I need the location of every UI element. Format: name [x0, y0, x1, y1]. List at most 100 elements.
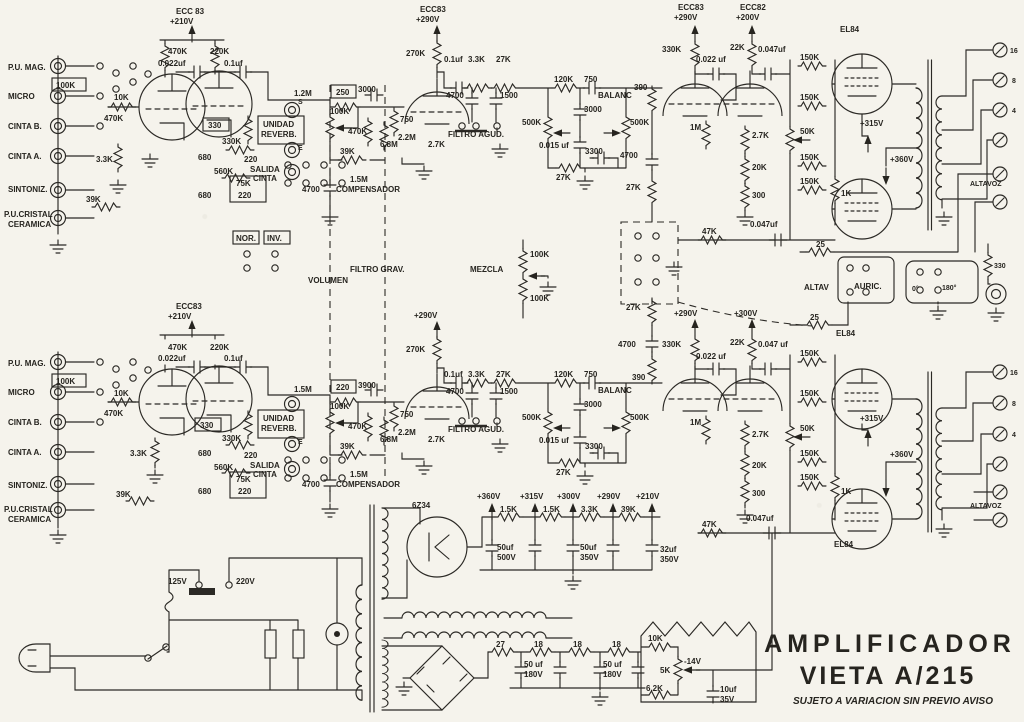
gnd-symbol — [415, 460, 433, 475]
res-symbol — [432, 39, 442, 69]
dot-symbol — [472, 122, 480, 130]
schematic-label: 150K — [800, 153, 819, 162]
gnd-symbol — [576, 470, 594, 485]
schematic-label: 0.1uf — [444, 55, 463, 64]
res-symbol — [494, 512, 524, 522]
dot-symbol — [112, 85, 120, 93]
control-shaft-dashes — [329, 85, 813, 478]
title-line2: VIETA A/215 — [800, 662, 977, 690]
schematic-label: 1500 — [500, 387, 518, 396]
schematic-label: 39K — [340, 147, 355, 156]
dot-symbol — [129, 358, 137, 366]
arr-symbol — [603, 128, 622, 138]
screw-symbol — [992, 166, 1008, 182]
schematic-label: 3300 — [585, 442, 603, 451]
schematic-label: AURIC. — [854, 282, 882, 291]
schematic-label: CINTA — [253, 174, 277, 183]
schematic-label: SALIDA — [250, 165, 280, 174]
schematic-label: 0.1uf — [224, 59, 243, 68]
schematic-label: 1.5K — [500, 505, 517, 514]
tubeA-symbol — [662, 70, 728, 117]
schematic-label: SINTONIZ. — [8, 185, 47, 194]
schematic-label: 1K — [841, 487, 851, 496]
schematic-label: +315V — [520, 492, 544, 501]
coilV-symbol — [935, 407, 943, 511]
dot-symbol — [846, 288, 854, 296]
res-symbol — [543, 113, 553, 143]
schematic-label: 50uf — [497, 543, 514, 552]
schematic-label: 500K — [630, 413, 649, 422]
schematic-label: 1K — [841, 189, 851, 198]
res-symbol — [797, 457, 827, 467]
dot-symbol — [129, 62, 137, 70]
gnd-symbol — [415, 165, 433, 180]
schematic-label: 220 — [244, 155, 258, 164]
schematic-label: 270K — [406, 345, 425, 354]
gnd-symbol — [321, 503, 339, 518]
schematic-label: 75K — [236, 475, 251, 484]
schematic-label: +210V — [636, 492, 660, 501]
schematic-label: 390 — [634, 83, 648, 92]
gnd-symbol — [665, 261, 683, 276]
schematic-label: 125V — [168, 577, 187, 586]
dot-symbol — [195, 581, 203, 589]
arr-symbol — [690, 318, 700, 337]
cap-symbol — [645, 152, 659, 172]
gnd-symbol — [935, 523, 953, 538]
res-symbol — [830, 175, 840, 205]
screw-symbol — [992, 132, 1008, 148]
schematic-label: 6.8M — [380, 435, 398, 444]
tubeT-symbol — [138, 368, 206, 436]
schematic-label: ALTAVOZ — [970, 503, 1002, 510]
schematic-label: 10K — [114, 389, 129, 398]
schematic-label: 100K — [56, 377, 75, 386]
schematic-label: SALIDA — [250, 461, 280, 470]
coilV-symbol — [381, 507, 389, 600]
schematic-label: CINTA A. — [8, 152, 41, 161]
res-symbol — [740, 182, 750, 212]
gnd-symbol — [49, 239, 67, 254]
schematic-label: 180V — [603, 670, 622, 679]
schematic-label: 3000 — [584, 400, 602, 409]
res-symbol — [797, 357, 827, 367]
arr-symbol — [552, 128, 571, 138]
coilV-symbol — [915, 398, 923, 520]
dot-symbol — [916, 268, 924, 276]
schematic-label: 750 — [400, 115, 414, 124]
screw-symbol — [992, 102, 1008, 118]
schematic-label: CINTA B. — [8, 418, 42, 427]
schematic-label: 25 — [816, 240, 825, 249]
dot-symbol — [271, 264, 279, 272]
schematic-label: 3.3K — [468, 55, 485, 64]
schematic-label: MEZCLA — [470, 265, 504, 274]
schematic-label: 120K — [554, 370, 573, 379]
schematic-label: 27K — [496, 370, 511, 379]
gnd-symbol — [576, 175, 594, 190]
screw-symbol — [992, 72, 1008, 88]
res-symbol — [113, 143, 123, 173]
res-symbol — [701, 415, 711, 445]
schematic-label: 8 — [1012, 78, 1016, 85]
dot-symbol — [338, 456, 346, 464]
dot-symbol — [284, 179, 292, 187]
schematic-label: 560K — [214, 167, 233, 176]
schematic-label: 27K — [496, 55, 511, 64]
schematic-label: 27K — [626, 303, 641, 312]
schematic-label: 120K — [554, 75, 573, 84]
cap-symbol — [553, 660, 567, 680]
schematic-label: ECC82 — [740, 3, 766, 12]
schematic-label: 330 — [994, 263, 1006, 270]
gnd-symbol — [564, 575, 582, 590]
schematic-label: 470K — [168, 47, 187, 56]
schematic-label: 50uf — [580, 543, 597, 552]
schematic-label: 10K — [114, 93, 129, 102]
schematic-label: 0.015 uf — [539, 141, 569, 150]
res-symbol — [797, 161, 827, 171]
schematic-label: +300V — [557, 492, 581, 501]
res-symbol — [785, 125, 795, 155]
schematic-label: 330 — [208, 121, 222, 130]
dot-symbol — [472, 417, 480, 425]
dot-symbol — [96, 418, 104, 426]
schematic-label: EL84 — [834, 540, 854, 549]
